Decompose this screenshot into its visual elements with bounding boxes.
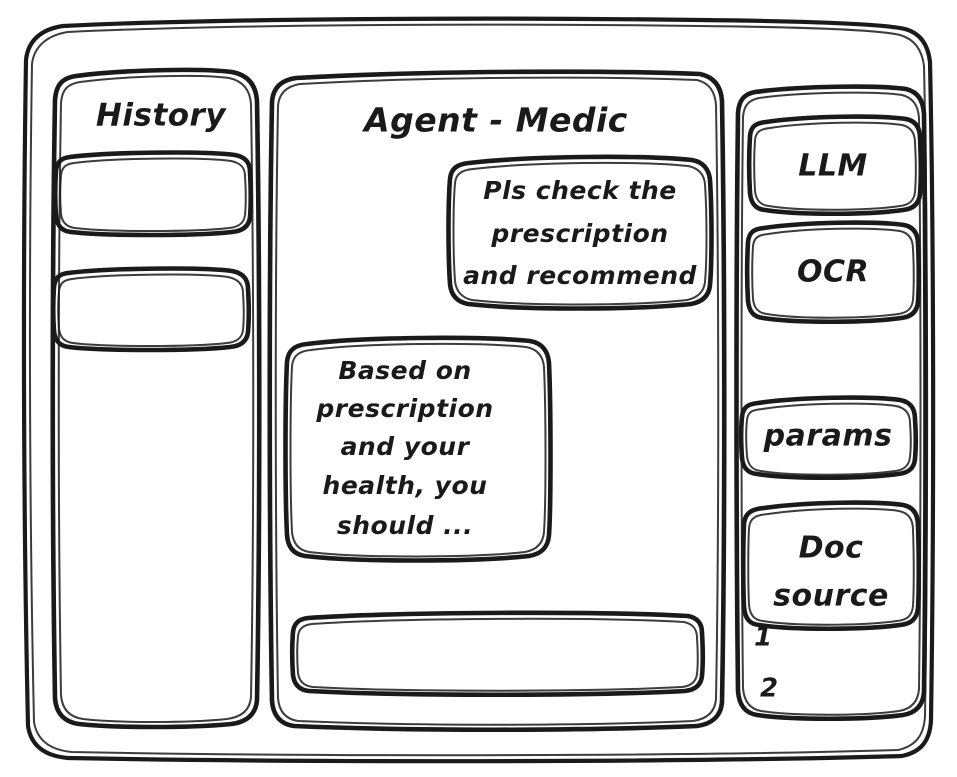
message-bubble-assistant	[283, 335, 553, 563]
user-message-line-3: and recommend	[463, 261, 697, 290]
doc-source-list-item-1[interactable]: 1	[754, 623, 773, 653]
doc-source-card-label-line-1: Doc	[799, 531, 864, 566]
params-card-label: params	[763, 419, 893, 454]
llm-card[interactable]	[746, 114, 924, 217]
history-item-1[interactable]	[52, 150, 254, 238]
doc-source-card[interactable]	[740, 500, 922, 632]
user-message-line-1: Pls check the	[483, 176, 676, 205]
tools-panel	[734, 84, 928, 722]
assistant-message-line-2: prescription	[315, 394, 493, 423]
ocr-card[interactable]	[744, 220, 922, 325]
user-message-line-2: prescription	[490, 219, 668, 248]
assistant-message-line-1: Based on	[338, 356, 471, 385]
ocr-card-label: OCR	[797, 255, 869, 290]
history-panel	[50, 67, 262, 730]
assistant-message-line-4: health, you	[323, 471, 488, 500]
doc-source-card-label-line-2: source	[773, 579, 889, 614]
llm-card-label: LLM	[798, 149, 868, 184]
agent-title: Agent - Medic	[361, 101, 628, 140]
message-bubble-user	[446, 154, 714, 311]
doc-source-list-item-2[interactable]: 2	[760, 674, 779, 704]
history-item-2[interactable]	[50, 266, 252, 353]
history-title: History	[96, 98, 227, 134]
message-input[interactable]	[289, 610, 706, 698]
agent-panel	[267, 69, 727, 733]
assistant-message-line-3: and your	[341, 432, 471, 461]
window-frame	[21, 16, 936, 764]
assistant-message-line-5: should ...	[337, 511, 473, 540]
params-card[interactable]	[738, 395, 919, 481]
